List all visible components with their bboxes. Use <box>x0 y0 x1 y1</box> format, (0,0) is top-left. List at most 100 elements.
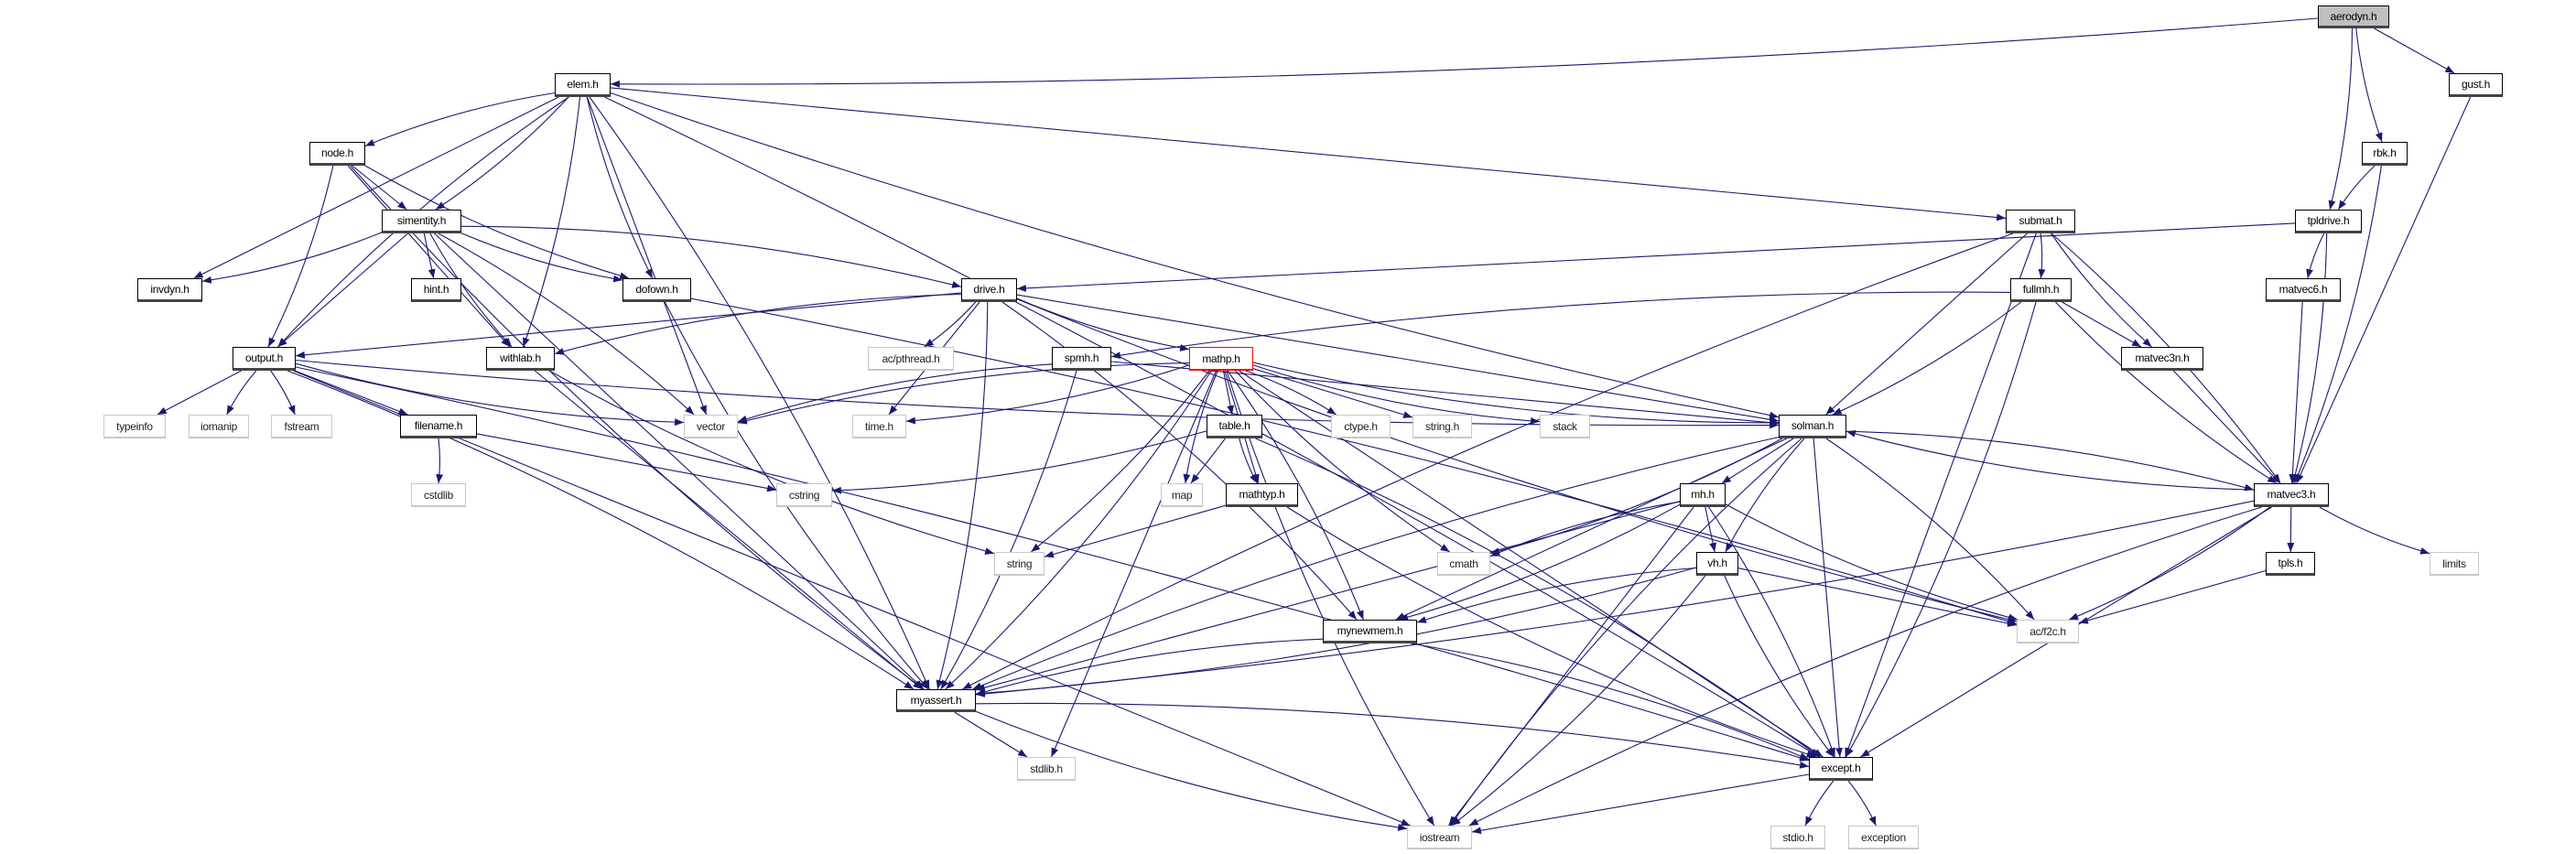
edge-matvec3n-to-matvec3 <box>2172 370 2281 484</box>
node-gust[interactable]: gust.h <box>2449 73 2503 97</box>
node-ctype: ctype.h <box>1331 415 1391 438</box>
edge-tpldrive-to-drive <box>1016 222 2296 292</box>
node-output[interactable]: output.h <box>233 347 296 371</box>
edge-elem-to-simentity <box>435 96 569 211</box>
node-exception: exception <box>1848 826 1919 849</box>
node-matvec6[interactable]: matvec6.h <box>2266 278 2341 302</box>
node-dofown[interactable]: dofown.h <box>622 278 691 302</box>
edge-mathp-to-cmath <box>1234 370 1450 553</box>
node-except[interactable]: except.h <box>1809 757 1873 781</box>
node-mynewmem[interactable]: mynewmem.h <box>1323 620 1417 643</box>
edge-drive-to-solman <box>1016 294 1780 424</box>
edge-node-to-dofown <box>364 165 630 280</box>
node-invdyn[interactable]: invdyn.h <box>137 278 202 302</box>
edge-simentity-to-drive <box>460 225 962 288</box>
edge-dofown-to-f2c <box>690 297 2018 625</box>
edge-output-to-iostream <box>293 370 1411 827</box>
edge-rbk-to-matvec3 <box>2294 165 2382 484</box>
edge-elem-to-solman <box>610 92 1780 419</box>
node-elem[interactable]: elem.h <box>555 73 611 97</box>
node-spmh[interactable]: spmh.h <box>1052 347 1111 371</box>
node-submat[interactable]: submat.h <box>2006 210 2075 233</box>
edge-table-to-map <box>1190 438 1226 484</box>
edge-mathp-to-ctype <box>1245 370 1337 416</box>
edge-output-to-except <box>295 366 1810 762</box>
node-tpldrive[interactable]: tpldrive.h <box>2295 210 2362 233</box>
node-vh[interactable]: vh.h <box>1696 552 1738 576</box>
edge-simentity-to-output <box>277 232 408 348</box>
node-mh[interactable]: mh.h <box>1680 483 1726 507</box>
edge-table-to-mathtyp <box>1239 438 1258 484</box>
edge-vh-to-except <box>1724 575 1835 758</box>
node-simentity[interactable]: simentity.h <box>382 210 461 233</box>
edge-mathp-to-stack <box>1252 364 1541 425</box>
edge-matvec3-to-solman <box>1845 430 2255 491</box>
node-table[interactable]: table.h <box>1207 415 1262 438</box>
edge-fullmh-to-spmh <box>1110 291 2011 360</box>
edge-spmh-to-myassert <box>940 370 1077 690</box>
edge-aerodyn-to-rbk <box>2355 27 2383 143</box>
node-withlab[interactable]: withlab.h <box>486 347 555 371</box>
edge-submat-to-except <box>1845 232 2037 758</box>
node-mathtyp[interactable]: mathtyp.h <box>1226 483 1298 507</box>
edge-mh-to-mynewmem <box>1399 503 1681 622</box>
edge-mh-to-vh <box>1705 506 1717 553</box>
edge-matvec3-to-iostream <box>1468 506 2262 827</box>
node-hint[interactable]: hint.h <box>411 278 461 302</box>
edge-submat-to-solman <box>1825 232 2028 416</box>
edge-aerodyn-to-tpldrive <box>2328 27 2354 211</box>
edge-drive-to-withlab <box>554 293 962 355</box>
edge-mh-to-except <box>1708 506 1835 758</box>
edge-solman-to-f2c <box>1825 438 2035 621</box>
edge-table-to-cstring <box>831 430 1207 494</box>
edge-output-to-typeinfo <box>157 370 242 416</box>
edge-fullmh-to-solman <box>1832 301 2022 416</box>
edge-except-to-exception <box>1847 780 1877 827</box>
edge-matvec3-to-f2c <box>2068 506 2271 621</box>
edge-filename-to-cstring <box>476 433 777 492</box>
edge-mathp-to-except <box>1239 370 1824 758</box>
edge-solman-to-vh <box>1725 438 1805 553</box>
node-cstdlib: cstdlib <box>411 483 466 507</box>
edge-mh-to-cmath <box>1489 501 1681 557</box>
edge-vh-to-f2c <box>1737 568 2018 627</box>
node-limits: limits <box>2430 552 2479 576</box>
node-fullmh[interactable]: fullmh.h <box>2010 278 2072 302</box>
edge-mynewmem-to-myassert <box>975 638 1324 696</box>
node-string: string <box>994 552 1044 576</box>
node-rbk[interactable]: rbk.h <box>2362 142 2408 166</box>
node-node[interactable]: node.h <box>309 142 365 166</box>
node-myassert[interactable]: myassert.h <box>896 689 976 712</box>
edge-mathp-to-table <box>1222 370 1234 416</box>
node-tpls[interactable]: tpls.h <box>2266 552 2315 576</box>
node-drive[interactable]: drive.h <box>961 278 1017 302</box>
edge-aerodyn-to-elem <box>610 17 2319 88</box>
node-matvec3n[interactable]: matvec3n.h <box>2121 347 2203 371</box>
edge-except-to-stdio <box>1804 780 1835 827</box>
edge-mh-to-myassert <box>975 501 1681 692</box>
node-cmath: cmath <box>1437 552 1490 576</box>
edge-output-to-iomanip <box>226 370 257 416</box>
edge-simentity-to-withlab <box>429 232 513 348</box>
node-f2c: ac/f2c.h <box>2017 620 2079 643</box>
edge-simentity-to-vector <box>438 232 695 416</box>
node-pthread: ac/pthread.h <box>868 347 954 371</box>
edge-fullmh-to-matvec3n <box>2062 301 2142 348</box>
node-filename[interactable]: filename.h <box>400 415 477 438</box>
edge-simentity-to-myassert <box>434 232 925 690</box>
edge-rbk-to-tpldrive <box>2337 165 2376 211</box>
edge-withlab-to-string <box>548 370 995 555</box>
node-cstring: cstring <box>776 483 832 507</box>
node-mathp[interactable]: mathp.h <box>1189 347 1253 371</box>
node-matvec3[interactable]: matvec3.h <box>2254 483 2329 507</box>
node-vector: vector <box>684 415 738 438</box>
node-time: time.h <box>852 415 906 438</box>
edge-output-to-vector <box>295 362 685 427</box>
edge-mathp-to-solman <box>1252 362 1780 427</box>
edge-myassert-to-stdlib <box>954 711 1028 758</box>
edge-simentity-to-invdyn <box>201 232 383 284</box>
node-aerodyn[interactable]: aerodyn.h <box>2318 5 2389 28</box>
node-solman[interactable]: solman.h <box>1779 415 1846 438</box>
edge-mathp-to-mynewmem <box>1227 370 1364 621</box>
